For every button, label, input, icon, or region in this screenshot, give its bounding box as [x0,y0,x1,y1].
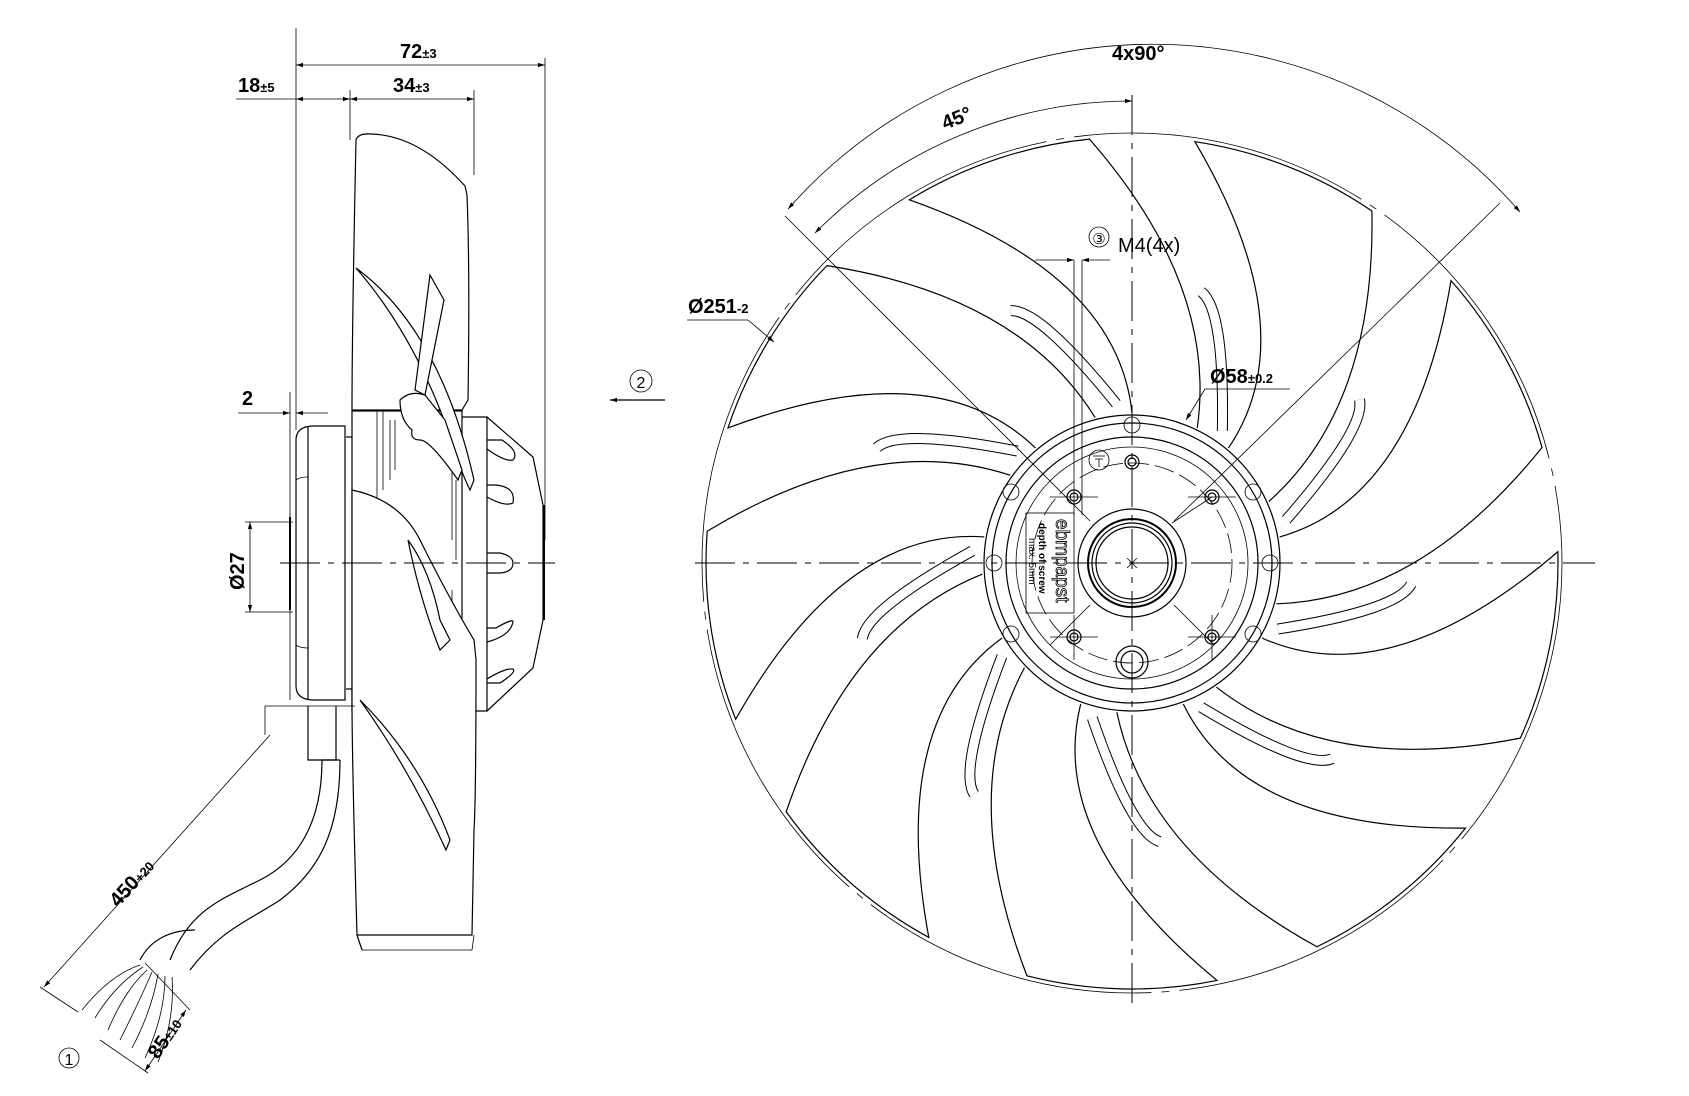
dim-shaft-diameter: Ø27 [227,521,293,613]
dim-cable-offset: 18±5 [236,75,350,102]
ground-icon [1088,449,1110,471]
airflow-direction: 2 [610,369,665,403]
svg-text:ebmpapst: ebmpapst [1051,519,1072,603]
svg-text:Ø58±0.2: Ø58±0.2 [1210,366,1273,388]
blade-rib [1282,398,1365,523]
dim-flange-thickness: 2 [238,388,328,416]
blade-rib [857,546,975,640]
dim-cable-length: 450+20 [39,734,271,1013]
svg-text:max. 5mm: max. 5mm [1026,538,1037,585]
blade-rib [1010,306,1120,407]
svg-text:M4(4x): M4(4x) [1118,235,1180,257]
dim-thread: ③ M4(4x) [1035,226,1180,263]
fan-blade [990,667,1219,990]
fan-blade [1116,703,1467,948]
svg-text:Ø251-2: Ø251-2 [688,296,749,318]
fan-blade [1193,140,1373,502]
dim-hub-diameter: Ø58±0.2 [1185,366,1290,421]
svg-text:45°: 45° [939,103,975,135]
dim-bolt-pattern: 4x90° [787,43,1521,213]
dim-overall-length: 72±3 [296,41,545,68]
blade-rib [873,434,1019,456]
fan-blade [1276,279,1543,605]
blade-rib [965,654,1007,797]
front-view: ebmpapst depth of screw max. 5mm 4x90° [687,43,1595,1010]
svg-text:1: 1 [65,1052,74,1069]
svg-text:72±3: 72±3 [400,41,437,63]
svg-text:2: 2 [242,388,253,410]
blade-rib [1198,288,1228,432]
fan-blade [785,573,1003,939]
svg-text:2: 2 [637,375,646,392]
svg-text:4x90°: 4x90° [1112,43,1165,65]
fan-blade [1215,550,1559,750]
svg-text:③: ③ [1092,231,1105,248]
side-view: 72±3 18±5 34±3 2 Ø27 [39,28,555,1074]
callout-1: 1 [58,1047,80,1069]
svg-text:depth of screw: depth of screw [1036,523,1047,594]
blade-rib [1198,703,1335,765]
dim-fan-diameter: Ø251-2 [687,296,775,343]
svg-text:85±10: 85±10 [144,1014,187,1063]
dim-blade-depth: 34±3 [350,75,474,102]
svg-text:450+20: 450+20 [105,855,158,911]
svg-text:Ø27: Ø27 [227,552,249,590]
blade-rib [1277,581,1416,634]
fan-blade [705,460,1011,721]
fan-blade [727,264,1096,449]
svg-text:34±3: 34±3 [393,75,430,97]
blade-rib [1088,716,1162,846]
svg-text:18±5: 18±5 [238,75,275,97]
cable [81,705,355,1063]
brand-label: ebmpapst depth of screw max. 5mm [1025,512,1075,614]
